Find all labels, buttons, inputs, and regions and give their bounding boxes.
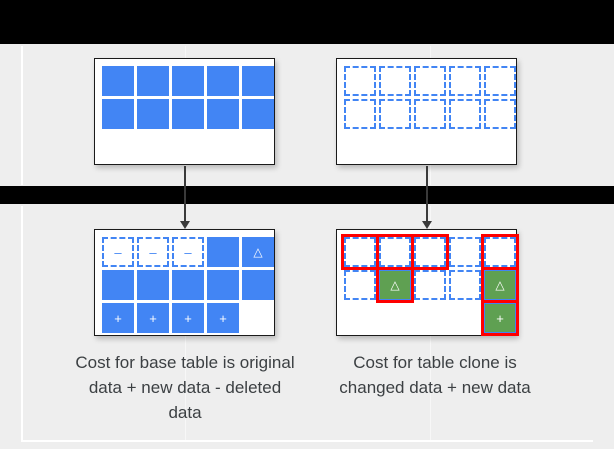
base-table-original-grid xyxy=(102,66,274,129)
table-cell xyxy=(207,99,239,129)
table-clone-original-card xyxy=(336,58,517,165)
table-cell: + xyxy=(207,303,239,333)
delta-icon: △ xyxy=(390,278,400,292)
table-clone-after-changes-card: △ △ + xyxy=(336,229,519,336)
table-cell xyxy=(172,270,204,300)
table-cell xyxy=(449,99,481,129)
table-cell: △ xyxy=(242,237,274,267)
guide-line-left-lower xyxy=(21,206,23,441)
table-cell xyxy=(137,270,169,300)
arrow-table-clone-head-icon xyxy=(422,221,432,229)
table-cell: – xyxy=(172,237,204,267)
table-cell xyxy=(242,99,274,129)
plus-icon: + xyxy=(496,310,504,326)
table-cell xyxy=(102,99,134,129)
table-cell xyxy=(484,99,516,129)
delta-icon: △ xyxy=(253,245,263,259)
table-cell: + xyxy=(102,303,134,333)
table-cell xyxy=(344,99,376,129)
plus-icon: + xyxy=(219,310,227,326)
table-cell xyxy=(137,66,169,96)
table-cell xyxy=(379,99,411,129)
arrow-base-table-head-icon xyxy=(180,221,190,229)
table-cell xyxy=(414,270,446,300)
table-cell xyxy=(207,270,239,300)
guide-line-bottom xyxy=(21,440,593,442)
table-clone-original-grid xyxy=(344,66,516,129)
table-cell xyxy=(137,99,169,129)
table-cell: – xyxy=(137,237,169,267)
table-cell xyxy=(207,66,239,96)
table-cell xyxy=(484,66,516,96)
arrow-table-clone-line xyxy=(426,166,428,225)
minus-icon: – xyxy=(184,244,192,260)
table-cell xyxy=(172,66,204,96)
table-cell: + xyxy=(481,300,519,336)
table-cell xyxy=(481,234,519,270)
plus-icon: + xyxy=(149,310,157,326)
table-cell: △ xyxy=(481,267,519,303)
table-cell xyxy=(242,303,274,333)
table-cell xyxy=(449,303,481,333)
top-black-band xyxy=(0,0,614,44)
table-cell xyxy=(341,234,379,270)
table-cell xyxy=(102,270,134,300)
base-table-after-changes-grid: – – – △ + + + + xyxy=(102,237,274,333)
table-cell xyxy=(344,270,376,300)
table-cell: + xyxy=(137,303,169,333)
table-cell xyxy=(379,66,411,96)
table-cell xyxy=(344,303,376,333)
table-cell xyxy=(449,237,481,267)
table-cell xyxy=(414,99,446,129)
table-clone-after-changes-grid: △ △ + xyxy=(341,234,519,336)
table-cell xyxy=(344,66,376,96)
base-table-original-card xyxy=(94,58,275,165)
table-cell xyxy=(376,234,414,270)
table-cell xyxy=(411,234,449,270)
plus-icon: + xyxy=(184,310,192,326)
table-cell xyxy=(449,66,481,96)
table-cell: – xyxy=(102,237,134,267)
base-table-after-changes-card: – – – △ + + + + xyxy=(94,229,275,336)
table-cell xyxy=(414,66,446,96)
delta-icon: △ xyxy=(495,278,505,292)
minus-icon: – xyxy=(149,244,157,260)
table-cell xyxy=(172,99,204,129)
table-cell: △ xyxy=(376,267,414,303)
caption-base-table: Cost for base table is original data + n… xyxy=(75,353,295,422)
table-cell xyxy=(102,66,134,96)
table-cell xyxy=(207,237,239,267)
table-cell xyxy=(449,270,481,300)
arrow-base-table-line xyxy=(184,166,186,225)
caption-table-clone: Cost for table clone is changed data + n… xyxy=(339,353,531,397)
table-cell: + xyxy=(172,303,204,333)
middle-black-band xyxy=(0,186,614,204)
minus-icon: – xyxy=(114,244,122,260)
table-cell xyxy=(242,66,274,96)
guide-line-left-upper xyxy=(21,46,23,185)
table-cell xyxy=(379,303,411,333)
plus-icon: + xyxy=(114,310,122,326)
table-cell xyxy=(414,303,446,333)
table-cell xyxy=(242,270,274,300)
